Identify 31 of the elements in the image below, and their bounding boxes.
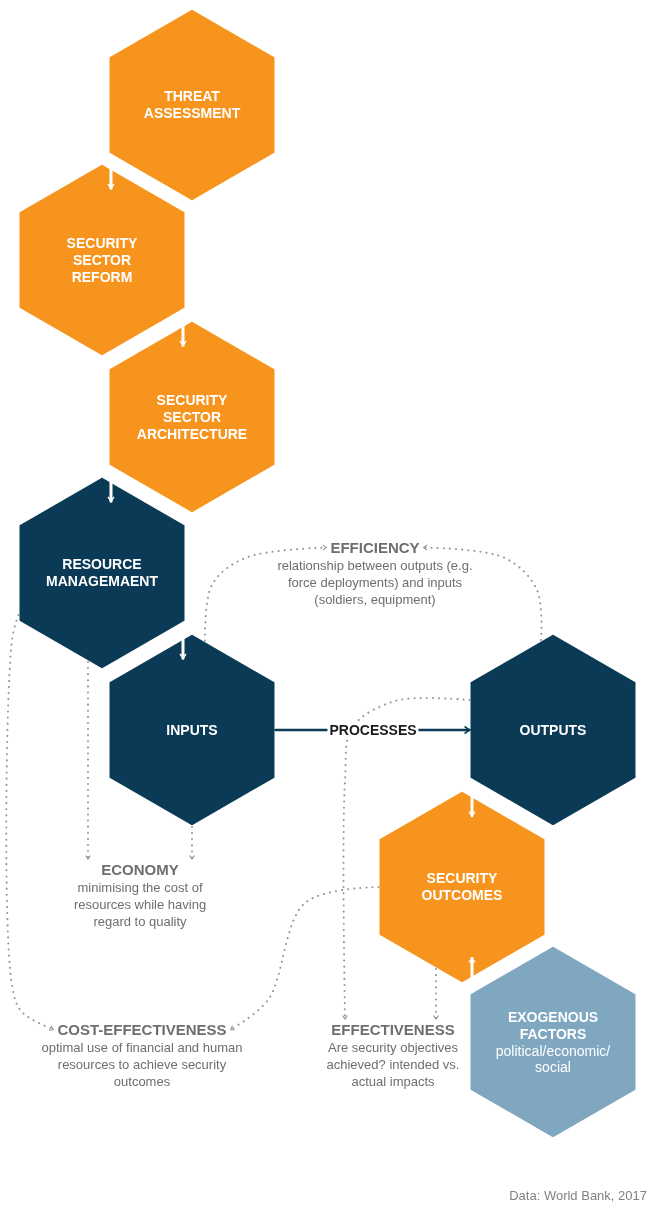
concept-description: Are security objectives achieved? intended vs. actual impacts [325,1039,461,1090]
concept-heading: EFFICIENCY [330,538,420,557]
concept-description: relationship between outputs (e.g. force deployments) and inputs (soldiers, equipment) [276,557,474,608]
source-note: Data: World Bank, 2017 [509,1188,647,1203]
hexagon-title: SECURITY SECTOR ARCHITECTURE [135,391,249,443]
hexagon-title: SECURITY SECTOR REFORM [65,234,139,286]
concept-description: optimal use of financial and human resources to achieve security outcomes [40,1039,244,1090]
concept-heading: COST-EFFECTIVENESS [57,1020,227,1039]
dotted-arrow [84,660,92,860]
hexagon-title: OUTPUTS [518,721,588,739]
arrow [179,308,187,347]
arrow [179,621,187,660]
dotted-arrow [204,544,328,642]
hexagon-title: RESOURCE MANAGEMAENT [45,556,159,590]
dotted-arrow [422,544,543,641]
concept-description: minimising the cost of resources while having regard to quality [72,879,208,930]
hexagon-title: SECURITY OUTCOMES [420,870,504,904]
concept-heading: ECONOMY [101,860,179,879]
arrow [468,778,476,818]
hexagon-title: THREAT ASSESSMENT [142,88,242,122]
arrow [107,465,115,503]
hexagon-description: political/economic/ social [494,1043,612,1075]
concept-heading: EFFECTIVENESS [331,1020,455,1039]
hexagon-title: INPUTS [165,721,219,739]
arrow [468,956,476,994]
dotted-arrow [5,614,55,1032]
dotted-arrow [341,697,471,1020]
edge-label: PROCESSES [327,722,419,738]
dotted-arrow [432,968,440,1020]
dotted-arrow [229,886,380,1031]
dotted-arrow [188,826,196,860]
